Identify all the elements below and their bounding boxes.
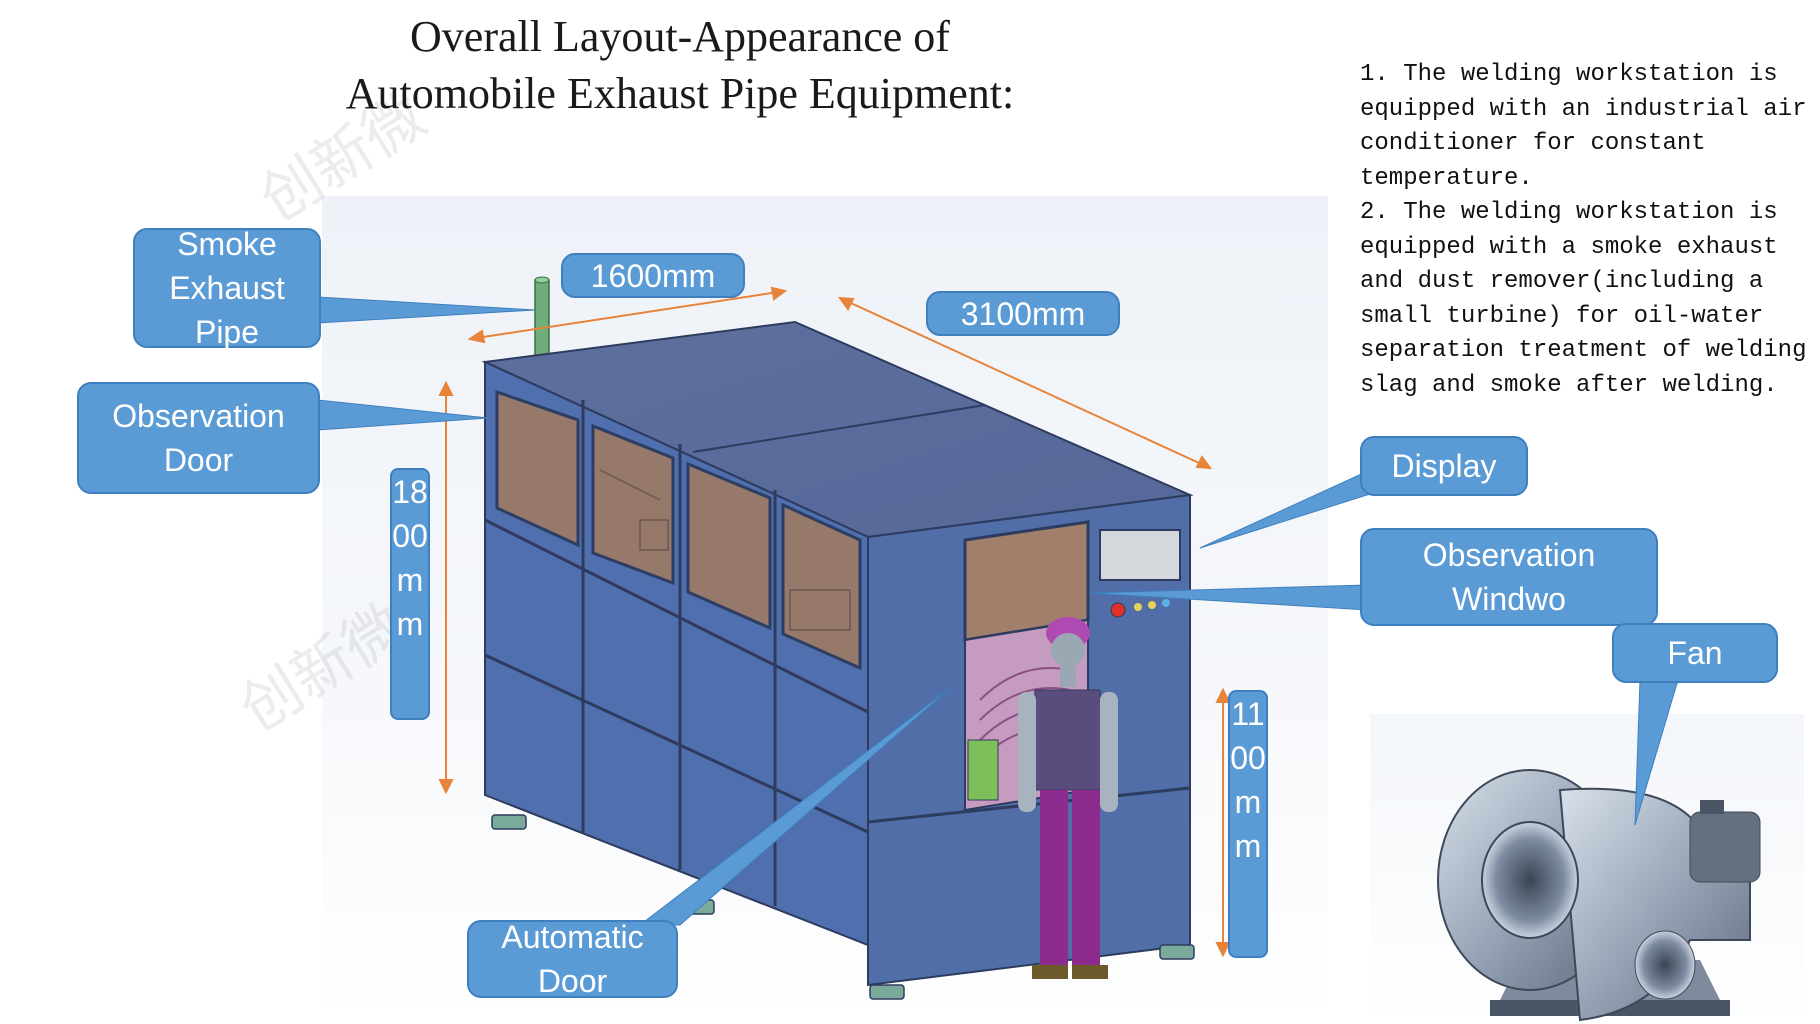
observation-door-windows [495,389,862,671]
page-title-line1: Overall Layout-Appearance of [410,12,950,61]
callout-smoke-exhaust-pipe: Smoke Exhaust Pipe [133,226,321,350]
display-shape [1099,529,1181,581]
page-title-line2: Automobile Exhaust Pipe Equipment: [345,69,1015,118]
callout-fan: Fan [1612,623,1778,683]
fan-shape [1437,769,1761,1022]
callout-observation-window: Observation Windwo [1360,528,1658,626]
dimension-width-label: 1600mm [561,253,745,298]
page-title: Overall Layout-Appearance of Automobile … [340,8,1020,122]
dimension-length-label: 3100mm [926,291,1120,336]
callout-automatic-door: Automatic Door [467,919,678,999]
dimension-height-label: 1800mm [390,468,430,720]
dimension-operating-height-label: 1100mm [1228,690,1268,958]
callout-display: Display [1360,436,1528,496]
note-item-1: 1. The welding workstation is equipped w… [1360,61,1807,192]
equipment-notes: 1. The welding workstation is equipped w… [1360,58,1810,403]
note-item-2: 2. The welding workstation is equipped w… [1360,199,1807,399]
operator-figure [1018,617,1118,979]
callout-observation-door: Observation Door [77,382,320,494]
